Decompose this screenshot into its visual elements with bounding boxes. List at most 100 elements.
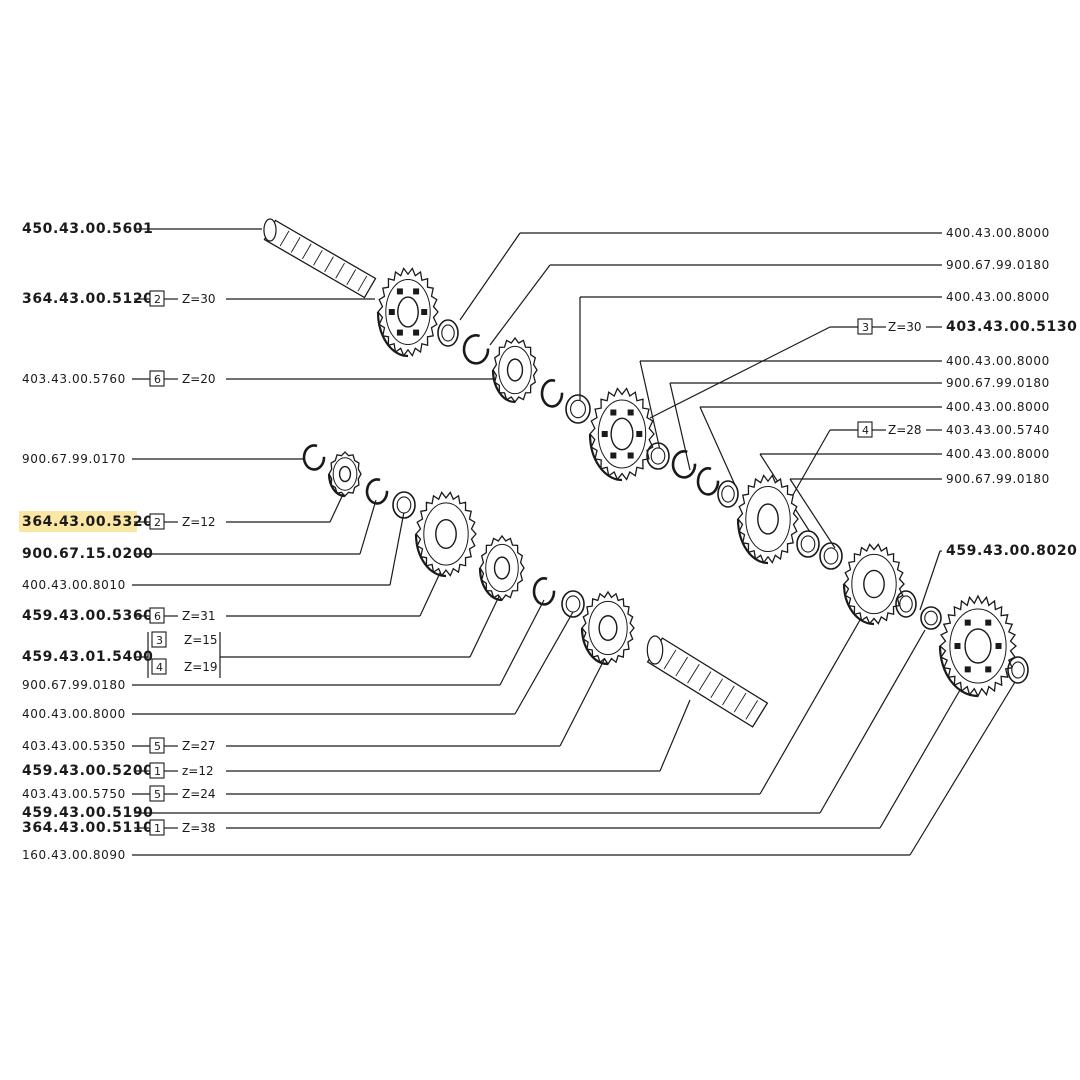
- shaft-spline: [675, 656, 689, 677]
- quantity-value: 2: [154, 516, 161, 529]
- callout-right-0: 400.43.00.8000: [946, 226, 1050, 240]
- callout-right-8: 400.43.00.8000: [946, 447, 1049, 461]
- washer-inner: [565, 595, 581, 613]
- part-number: 459.43.00.5200: [22, 763, 154, 779]
- gear-hole: [985, 619, 992, 626]
- circlip-ring: [462, 334, 490, 365]
- circlip-ring: [302, 444, 326, 471]
- gear-edge: [842, 583, 875, 626]
- circlip-2: [462, 334, 490, 365]
- shaft-spline: [733, 692, 747, 713]
- part-number: 364.43.00.5110: [22, 820, 154, 836]
- washer-inner: [441, 324, 455, 342]
- teeth-count: Z=24: [182, 787, 216, 801]
- leader-line: [879, 689, 961, 829]
- teeth-count: Z=27: [182, 739, 216, 753]
- washer-4: [796, 530, 820, 558]
- shaft-spline: [335, 262, 345, 279]
- gear-z27: [580, 590, 635, 666]
- gear-bore: [435, 519, 457, 549]
- gear-z28: [736, 474, 799, 565]
- gear-web: [423, 502, 469, 566]
- washer-outer: [565, 394, 591, 424]
- callout-left-10: 400.43.00.8000: [22, 707, 125, 721]
- gear-z31: [414, 491, 477, 578]
- washer-outer: [561, 590, 585, 618]
- washer-inner: [1011, 661, 1025, 679]
- part-number: 900.67.15.0200: [22, 546, 154, 562]
- washer-5: [819, 542, 843, 570]
- washer-9: [1007, 656, 1029, 684]
- callout-left-5: 900.67.15.0200: [22, 546, 154, 562]
- circlip-ring: [365, 478, 389, 505]
- part-number: 459.43.00.8020: [946, 543, 1078, 559]
- circlip-ring: [532, 577, 556, 606]
- callout-left-14: 459.43.00.5190: [22, 805, 153, 821]
- gear-z15-z19: [478, 534, 525, 602]
- washer-inner: [800, 535, 816, 553]
- washer-inner: [650, 447, 666, 465]
- gear-hole: [985, 666, 992, 673]
- leader-line: [919, 550, 941, 611]
- part-number: 400.43.00.8000: [946, 226, 1050, 240]
- circlip-7: [365, 478, 389, 505]
- shaft-end: [263, 218, 277, 242]
- gear-web: [949, 608, 1007, 684]
- circlip-1: [437, 319, 459, 347]
- quantity-box: [149, 785, 165, 802]
- callout-left-3: 900.67.99.0170: [22, 452, 125, 466]
- shaft-spline: [290, 237, 301, 253]
- quantity-value: 4: [156, 661, 163, 674]
- gear-bore: [397, 296, 419, 328]
- washer-outer: [437, 319, 459, 347]
- callout-right-2: 400.43.00.8000: [946, 290, 1049, 304]
- teeth-count: Z=12: [182, 515, 216, 529]
- gear-web: [588, 600, 628, 656]
- teeth-count: Z=38: [182, 821, 216, 835]
- callout-left-6: 400.43.00.8010: [22, 578, 125, 592]
- leader-line: [669, 382, 691, 471]
- quantity-value: 5: [154, 788, 161, 801]
- gear-z12-small: [327, 451, 362, 498]
- part-number: 160.43.00.8090: [22, 848, 126, 862]
- gear-bore: [863, 569, 885, 599]
- gear-hole: [636, 431, 643, 437]
- leader-line: [699, 406, 736, 486]
- gear-edge: [938, 645, 979, 698]
- quantity-box: [149, 290, 165, 307]
- gear-hole: [964, 666, 971, 673]
- gear-hole: [964, 619, 971, 626]
- gear-web: [498, 345, 532, 395]
- quantity-value: 1: [154, 822, 161, 835]
- shaft-body: [263, 219, 377, 299]
- washer-outer: [920, 606, 942, 630]
- bearing-ring: [920, 606, 942, 630]
- leader-line: [469, 589, 503, 658]
- circlip-5: [696, 467, 720, 496]
- leader-line: [659, 699, 691, 772]
- part-number: 900.67.99.0180: [946, 472, 1050, 486]
- gear-hole: [601, 431, 608, 437]
- leader-line: [819, 629, 926, 814]
- gear-edge: [414, 533, 447, 578]
- quantity-box: [857, 318, 873, 335]
- circlip-6: [302, 444, 326, 471]
- leader-line: [359, 499, 377, 555]
- shaft-spline: [710, 678, 724, 698]
- leader-line: [389, 511, 405, 586]
- gear-hole: [413, 329, 420, 336]
- shaft-spline: [313, 249, 323, 266]
- washer-inner: [396, 496, 412, 514]
- callout-left-0: 450.43.00.5601: [22, 221, 153, 237]
- gear-z24: [842, 543, 905, 626]
- leader-line: [514, 611, 574, 715]
